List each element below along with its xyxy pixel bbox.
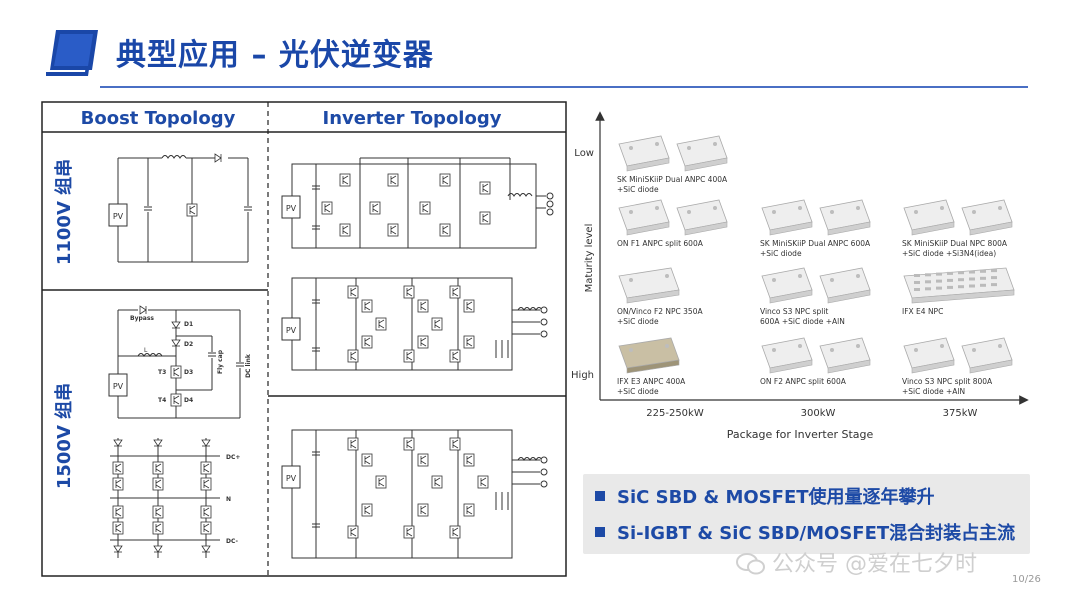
power-module-icon <box>961 199 1013 236</box>
x-tick-label: 300kW <box>801 408 836 419</box>
watermark-text: 公众号 @爱在七夕时 <box>772 552 977 577</box>
module-package-item: ON F2 ANPC split 600A <box>760 337 871 386</box>
module-package-label: +SiC diode <box>617 317 659 326</box>
d4-label: D4 <box>184 397 193 404</box>
module-package-item: ON F1 ANPC split 600A <box>617 199 728 248</box>
module-package-label: Vinco S3 NPC split <box>760 307 828 316</box>
module-package-label: IFX E4 NPC <box>902 307 943 316</box>
power-module-icon <box>819 199 871 236</box>
power-module-icon <box>903 337 955 374</box>
t3-label: T3 <box>158 369 166 376</box>
module-package-label: ON F1 ANPC split 600A <box>617 239 704 248</box>
bullet-square-icon <box>595 491 605 501</box>
dc-plus-label: DC+ <box>226 454 240 461</box>
inductor-label: L <box>144 347 148 354</box>
module-package-item: Vinco S3 NPC split 800A+SiC diode +AlN <box>902 337 1013 396</box>
row-1100v-label: 1100V 组串 <box>53 159 75 265</box>
module-package-label: +SiC diode <box>760 249 802 258</box>
boost-1500v-bridge <box>110 438 220 558</box>
module-package-label: SK MiniSKiiP Dual ANPC 400A <box>617 175 728 184</box>
inverter-schematic-3 <box>291 429 540 559</box>
module-package-label: SK MiniSKiiP Dual ANPC 600A <box>760 239 871 248</box>
power-module-icon <box>903 199 955 236</box>
bullet-1: SiC SBD & MOSFET使用量逐年攀升 <box>595 483 935 509</box>
maturity-chart: Maturity level Package for Inverter Stag… <box>571 111 1029 441</box>
power-module-icon <box>819 267 871 304</box>
power-module-icon <box>618 267 680 304</box>
pv-label-1500: PV <box>113 382 124 391</box>
module-package-label: IFX E3 ANPC 400A <box>617 377 686 386</box>
d1-label: D1 <box>184 321 193 328</box>
power-module-icon <box>676 199 728 236</box>
pv-label-inv2: PV <box>286 326 297 335</box>
module-package-label: 600A +SiC diode +AlN <box>760 317 845 326</box>
page-number: 10/26 <box>1012 574 1041 585</box>
module-package-label: +SiC diode +Si3N4(idea) <box>902 249 996 258</box>
inverter-topology-header: Inverter Topology <box>323 108 502 129</box>
pv-label-inv3: PV <box>286 474 297 483</box>
title-divider <box>100 86 1028 88</box>
power-module-icon <box>903 267 1015 304</box>
bullet-1-text: SiC SBD & MOSFET使用量逐年攀升 <box>617 487 935 508</box>
power-module-icon <box>761 199 813 236</box>
module-package-label: ON F2 ANPC split 600A <box>760 377 847 386</box>
power-module-icon <box>819 337 871 374</box>
neutral-label: N <box>226 496 231 503</box>
bypass-label: Bypass <box>130 315 154 322</box>
power-module-icon <box>761 337 813 374</box>
d2-label: D2 <box>184 341 193 348</box>
slide-title: 典型应用 – 光伏逆变器 <box>116 38 434 73</box>
module-package-label: SK MiniSKiiP Dual NPC 800A <box>902 239 1008 248</box>
inverter-schematic-2 <box>291 277 540 371</box>
bullet-2: Si-IGBT & SiC SBD/MOSFET混合封装占主流 <box>595 519 1015 545</box>
module-package-item: IFX E4 NPC <box>902 267 1015 316</box>
d3-label: D3 <box>184 369 193 376</box>
module-package-item: SK MiniSKiiP Dual ANPC 600A+SiC diode <box>760 199 871 258</box>
boost-1100v-schematic <box>117 157 249 263</box>
y-axis-label: Maturity level <box>584 224 595 293</box>
module-package-label: +SiC diode <box>617 387 659 396</box>
bullet-2-text: Si-IGBT & SiC SBD/MOSFET混合封装占主流 <box>617 523 1016 544</box>
x-axis-label: Package for Inverter Stage <box>727 428 874 441</box>
power-module-icon <box>618 135 670 172</box>
fly-cap-label: Fly cap <box>217 349 224 374</box>
bullet-square-icon <box>595 527 605 537</box>
y-tick-label: Low <box>574 148 594 159</box>
panel-frame <box>41 101 567 577</box>
module-package-label: ON/Vinco F2 NPC 350A <box>617 307 703 316</box>
row-1500v-label: 1500V 组串 <box>53 383 75 489</box>
module-package-label: +SiC diode <box>617 185 659 194</box>
topology-panel: Boost Topology Inverter Topology 1100V 组… <box>41 101 567 577</box>
y-tick-label: High <box>571 370 594 381</box>
x-tick-label: 375kW <box>943 408 978 419</box>
pv-label: PV <box>113 212 124 221</box>
module-package-label: +SiC diode +AlN <box>902 387 965 396</box>
power-module-icon <box>618 337 680 374</box>
pv-label-inv1: PV <box>286 204 297 213</box>
module-package-label: Vinco S3 NPC split 800A <box>902 377 993 386</box>
boost-topology-header: Boost Topology <box>81 108 236 129</box>
power-module-icon <box>618 199 670 236</box>
wechat-icon <box>736 553 765 575</box>
power-module-icon <box>761 267 813 304</box>
power-module-icon <box>676 135 728 172</box>
dc-link-label: DC link <box>245 353 252 378</box>
module-package-item: SK MiniSKiiP Dual ANPC 400A+SiC diode <box>617 135 728 194</box>
key-points-box: SiC SBD & MOSFET使用量逐年攀升 Si-IGBT & SiC SB… <box>583 474 1030 554</box>
module-package-item: ON/Vinco F2 NPC 350A+SiC diode <box>617 267 703 326</box>
title-book-icon <box>46 30 98 76</box>
power-module-icon <box>961 337 1013 374</box>
x-tick-label: 225-250kW <box>646 408 704 419</box>
dc-minus-label: DC- <box>226 538 239 545</box>
module-package-item: SK MiniSKiiP Dual NPC 800A+SiC diode +Si… <box>902 199 1013 258</box>
module-package-item: IFX E3 ANPC 400A+SiC diode <box>617 337 686 396</box>
t4-label: T4 <box>158 397 166 404</box>
